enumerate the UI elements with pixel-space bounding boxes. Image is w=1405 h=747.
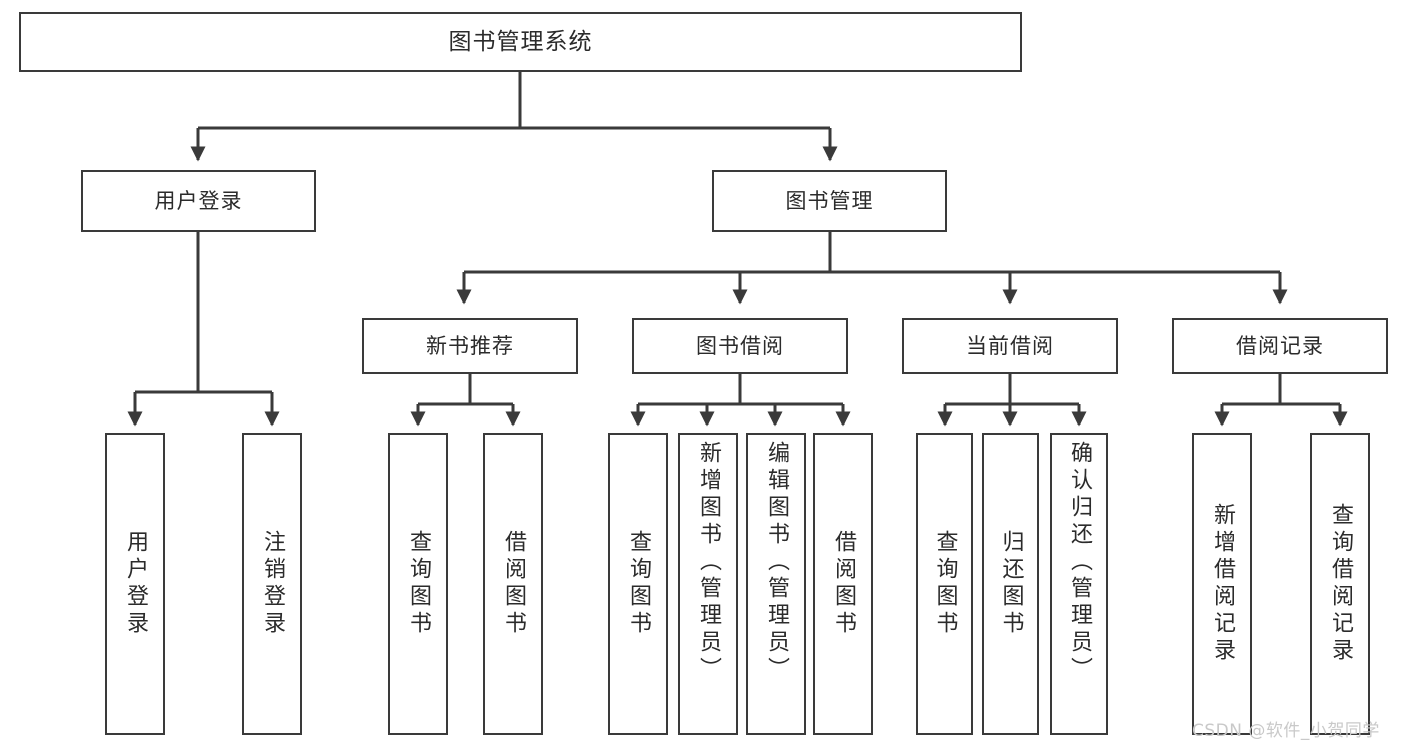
node-book-borrow-label: 图书借阅 <box>696 333 784 358</box>
node-book-management[interactable]: 图书管理 <box>712 170 947 232</box>
leaf-book-borrow-add[interactable]: 新增图书（管理员） <box>678 433 738 735</box>
leaf-borrow-record-query[interactable]: 查询借阅记录 <box>1310 433 1370 735</box>
leaf-label: 查询借阅记录 <box>1328 503 1353 665</box>
leaf-label: 新增图书（管理员） <box>696 441 721 684</box>
leaf-label: 归还图书 <box>998 530 1024 638</box>
node-user-login[interactable]: 用户登录 <box>81 170 316 232</box>
leaf-label: 新增借阅记录 <box>1210 503 1235 665</box>
leaf-label: 注销登录 <box>260 530 285 638</box>
leaf-label: 借阅图书 <box>831 530 856 638</box>
leaf-user-login-logout[interactable]: 注销登录 <box>242 433 302 735</box>
node-book-borrow[interactable]: 图书借阅 <box>632 318 848 374</box>
leaf-new-book-borrow[interactable]: 借阅图书 <box>483 433 543 735</box>
leaf-book-borrow-lend[interactable]: 借阅图书 <box>813 433 873 735</box>
leaf-label: 借阅图书 <box>501 530 526 638</box>
leaf-label: 查询图书 <box>932 530 958 638</box>
leaf-current-borrow-return[interactable]: 归还图书 <box>982 433 1039 735</box>
leaf-book-borrow-query[interactable]: 查询图书 <box>608 433 668 735</box>
leaf-user-login-login[interactable]: 用户登录 <box>105 433 165 735</box>
node-borrow-record-label: 借阅记录 <box>1236 333 1324 358</box>
node-current-borrow-label: 当前借阅 <box>966 333 1054 358</box>
node-root-label: 图书管理系统 <box>448 28 593 55</box>
leaf-current-borrow-confirm[interactable]: 确认归还（管理员） <box>1050 433 1108 735</box>
leaf-borrow-record-add[interactable]: 新增借阅记录 <box>1192 433 1252 735</box>
leaf-new-book-query[interactable]: 查询图书 <box>388 433 448 735</box>
leaf-label: 查询图书 <box>626 530 651 638</box>
leaf-label: 编辑图书（管理员） <box>764 441 789 684</box>
node-borrow-record[interactable]: 借阅记录 <box>1172 318 1388 374</box>
leaf-current-borrow-query[interactable]: 查询图书 <box>916 433 973 735</box>
node-root[interactable]: 图书管理系统 <box>19 12 1022 72</box>
leaf-label: 用户登录 <box>123 530 148 638</box>
node-book-management-label: 图书管理 <box>785 188 874 213</box>
leaf-book-borrow-edit[interactable]: 编辑图书（管理员） <box>746 433 806 735</box>
leaf-label: 查询图书 <box>406 530 431 638</box>
node-user-login-label: 用户登录 <box>154 188 243 213</box>
node-new-book-recommend[interactable]: 新书推荐 <box>362 318 578 374</box>
node-current-borrow[interactable]: 当前借阅 <box>902 318 1118 374</box>
leaf-label: 确认归还（管理员） <box>1067 441 1092 684</box>
csdn-watermark: CSDN @软件_小贺同学 <box>1192 721 1380 741</box>
node-new-book-recommend-label: 新书推荐 <box>426 333 514 358</box>
